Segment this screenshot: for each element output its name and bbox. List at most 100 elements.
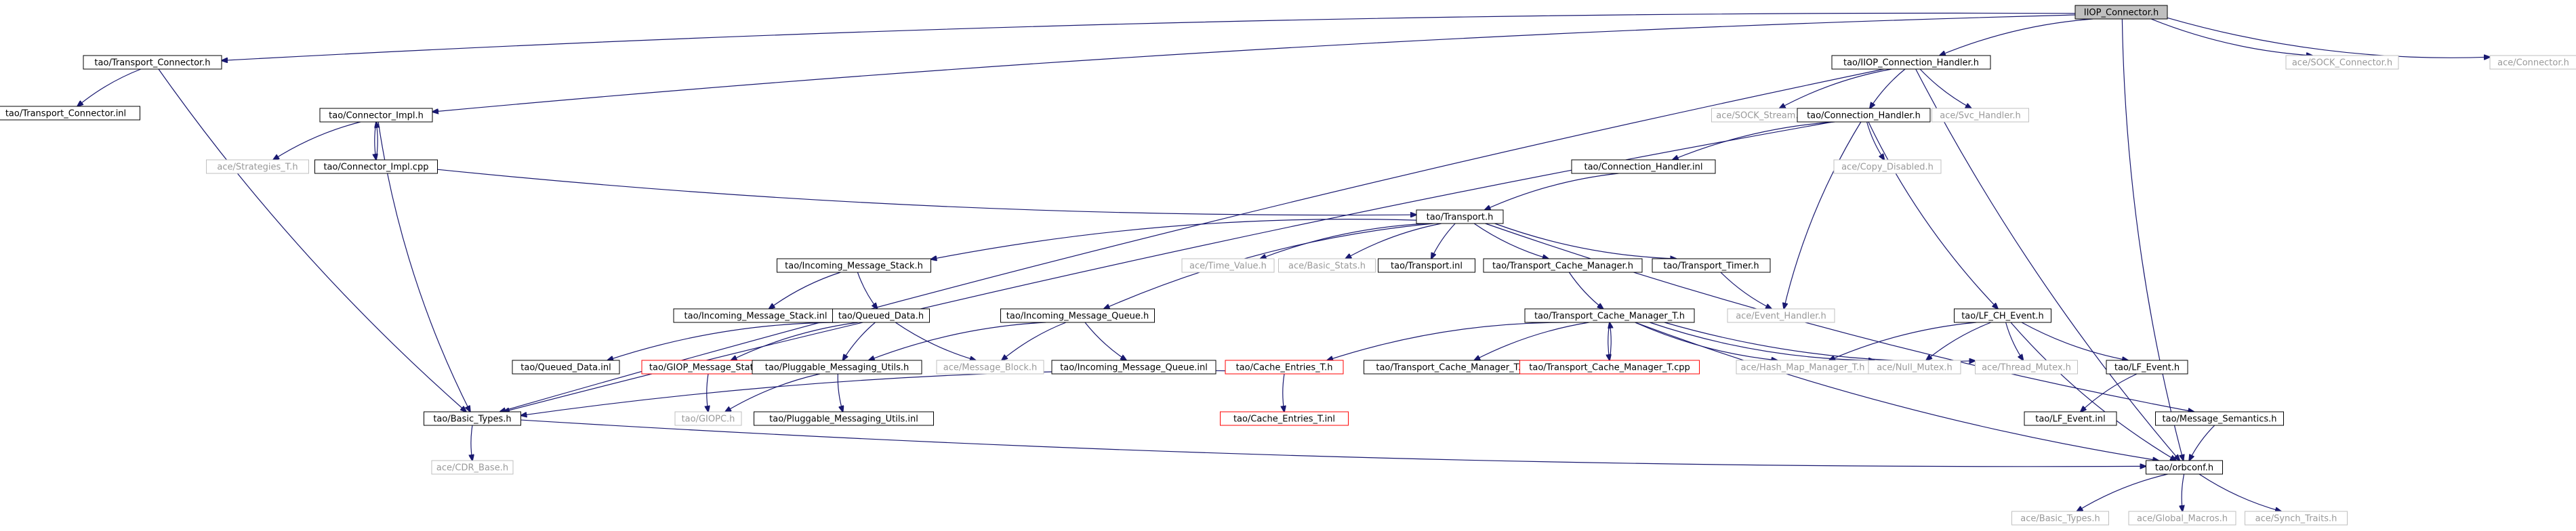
node-label: ace/Basic_Types.h [2020, 514, 2100, 524]
edge-connection-handler-h-to-ace-event-handler-h [1784, 121, 1862, 309]
node-incoming-message-queue-inl[interactable]: tao/Incoming_Message_Queue.inl [1051, 360, 1217, 375]
node-transport-connector-inl[interactable]: tao/Transport_Connector.inl [0, 106, 140, 121]
node-label: ace/Message_Block.h [943, 363, 1038, 373]
edge-line [1829, 322, 1977, 360]
node-lf-ch-event-h[interactable]: tao/LF_CH_Event.h [1954, 308, 2051, 323]
node-message-semantics-h[interactable]: tao/Message_Semantics.h [2155, 411, 2284, 426]
node-pluggable-messaging-utils-h[interactable]: tao/Pluggable_Messaging_Utils.h [752, 360, 922, 375]
node-box [1931, 108, 2029, 123]
node-box [0, 106, 140, 121]
node-label: tao/Transport_Connector.inl [5, 109, 126, 119]
edge-transport-cache-manager-t-h-to-transport-cache-manager-t-cpp [1608, 322, 1610, 360]
node-incoming-message-queue-h[interactable]: tao/Incoming_Message_Queue.h [1000, 308, 1155, 323]
node-incoming-message-stack-h[interactable]: tao/Incoming_Message_Stack.h [777, 258, 931, 273]
edge-iiop-connector-h-to-connector-impl-h [432, 14, 2076, 112]
edge-line [2182, 473, 2184, 511]
node-connection-handler-h[interactable]: tao/Connection_Handler.h [1797, 108, 1931, 123]
node-transport-h[interactable]: tao/Transport.h [1416, 209, 1504, 224]
node-label: tao/Queued_Data.inl [520, 363, 611, 373]
edge-transport-h-to-transport-timer-h [1494, 223, 1677, 259]
node-cache-entries-t-h[interactable]: tao/Cache_Entries_T.h [1225, 360, 1344, 375]
node-box [1220, 411, 1349, 426]
node-box [1868, 360, 1961, 375]
edge-transport-h-to-transport-inl [1431, 223, 1456, 259]
node-label: ace/Event_Handler.h [1736, 312, 1826, 322]
node-ace-null-mutex-h: ace/Null_Mutex.h [1868, 360, 1961, 375]
edge-line [1919, 68, 1971, 108]
edge-connection-handler-h-to-connection-handler-inl [1673, 121, 1835, 160]
node-box [752, 360, 922, 375]
edge-transport-h-to-ace-time-value-h [1261, 223, 1428, 259]
node-label: tao/Connector_Impl.cpp [323, 163, 428, 173]
node-queued-data-inl[interactable]: tao/Queued_Data.inl [512, 360, 620, 375]
node-giop-message-state-h[interactable]: tao/GIOP_Message_State.h [641, 360, 775, 375]
node-ace-thread-mutex-h: ace/Thread_Mutex.h [1975, 360, 2078, 375]
node-transport-connector-h[interactable]: tao/Transport_Connector.h [83, 55, 222, 70]
node-queued-data-h[interactable]: tao/Queued_Data.h [832, 308, 930, 323]
node-transport-inl[interactable]: tao/Transport.inl [1378, 258, 1475, 273]
node-box [2489, 55, 2576, 70]
node-ace-time-value-h: ace/Time_Value.h [1181, 258, 1275, 273]
node-ace-sock-connector-h: ace/SOCK_Connector.h [2285, 55, 2399, 70]
edge-line [1720, 272, 1772, 309]
node-label: ace/Strategies_T.h [217, 163, 298, 173]
node-transport-timer-h[interactable]: tao/Transport_Timer.h [1652, 258, 1771, 273]
edge-line [895, 322, 976, 360]
node-connector-impl-cpp[interactable]: tao/Connector_Impl.cpp [314, 159, 438, 174]
edge-lf-ch-event-h-to-ace-hash-map-manager-t-h [1829, 322, 1977, 360]
edge-iiop-connection-handler-h-to-ace-svc-handler-h [1919, 68, 1971, 108]
edge-line [1664, 322, 1976, 362]
edge-line [2167, 17, 2490, 58]
node-basic-types-h[interactable]: tao/Basic_Types.h [424, 411, 521, 426]
node-connection-handler-inl[interactable]: tao/Connection_Handler.inl [1571, 159, 1716, 174]
node-cache-entries-t-inl[interactable]: tao/Cache_Entries_T.inl [1220, 411, 1349, 426]
node-label: tao/Incoming_Message_Queue.h [1006, 312, 1149, 322]
node-transport-cache-manager-t-inl[interactable]: tao/Transport_Cache_Manager_T.inl [1364, 360, 1544, 375]
node-label: ace/Thread_Mutex.h [1982, 363, 2071, 373]
node-label: tao/LF_Event.h [2114, 363, 2180, 373]
node-label: tao/LF_CH_Event.h [1961, 312, 2044, 322]
edge-line [843, 322, 876, 360]
edge-iiop-connection-handler-h-to-basic-types-h [499, 68, 1884, 412]
node-lf-event-inl[interactable]: tao/LF_Event.inl [2024, 411, 2117, 426]
edge-lf-event-h-to-lf-event-inl [2081, 373, 2138, 412]
edge-line [2121, 18, 2183, 461]
edge-line [731, 322, 859, 360]
edge-lf-ch-event-h-to-lf-event-h [2021, 322, 2128, 360]
edge-line [1494, 223, 1677, 259]
node-label: ace/Null_Mutex.h [1877, 363, 1953, 373]
edge-lf-ch-event-h-to-ace-thread-mutex-h [2005, 322, 2024, 360]
edge-line [499, 68, 1884, 412]
edge-line [1485, 173, 1619, 210]
node-label: tao/Queued_Data.h [838, 312, 924, 322]
node-label: tao/Incoming_Message_Queue.inl [1060, 363, 1208, 373]
edge-transport-connector-h-to-transport-connector-inl [77, 68, 142, 106]
edge-transport-cache-manager-t-cpp-to-transport-cache-manager-t-h [1610, 322, 1611, 361]
edge-transport-timer-h-to-ace-event-handler-h [1720, 272, 1772, 309]
node-connector-impl-h[interactable]: tao/Connector_Impl.h [319, 108, 433, 123]
edge-line [1002, 322, 1067, 360]
node-box [1181, 258, 1275, 273]
node-transport-cache-manager-t-cpp[interactable]: tao/Transport_Cache_Manager_T.cpp [1519, 360, 1700, 375]
node-box [1519, 360, 1700, 375]
edge-line [437, 169, 1417, 215]
node-iiop-connection-handler-h[interactable]: tao/IIOP_Connection_Handler.h [1831, 55, 1991, 70]
node-iiop-connector-h[interactable]: IIOP_Connector.h [2074, 5, 2168, 20]
edge-line [1915, 68, 2180, 461]
edge-line [1568, 272, 1603, 309]
edge-line [2081, 373, 2138, 412]
node-transport-cache-manager-t-h[interactable]: tao/Transport_Cache_Manager_T.h [1524, 308, 1695, 323]
node-transport-cache-manager-h[interactable]: tao/Transport_Cache_Manager.h [1483, 258, 1643, 273]
node-label: tao/Basic_Types.h [433, 415, 511, 425]
node-ace-svc-handler-h: ace/Svc_Handler.h [1931, 108, 2029, 123]
node-orbconf-h[interactable]: tao/orbconf.h [2146, 460, 2223, 475]
edge-transport-h-to-ace-basic-stats-h [1345, 223, 1442, 259]
node-label: tao/Cache_Entries_T.h [1236, 363, 1333, 373]
edge-iiop-connection-handler-h-to-connection-handler-h [1870, 68, 1906, 108]
node-incoming-message-stack-inl[interactable]: tao/Incoming_Message_Stack.inl [673, 308, 838, 323]
edge-line [77, 68, 142, 106]
node-box [206, 159, 309, 174]
node-pluggable-messaging-utils-inl[interactable]: tao/Pluggable_Messaging_Utils.inl [754, 411, 934, 426]
node-lf-event-h[interactable]: tao/LF_Event.h [2106, 360, 2188, 375]
edge-transport-cache-manager-t-h-to-cache-entries-t-h [1327, 322, 1567, 360]
